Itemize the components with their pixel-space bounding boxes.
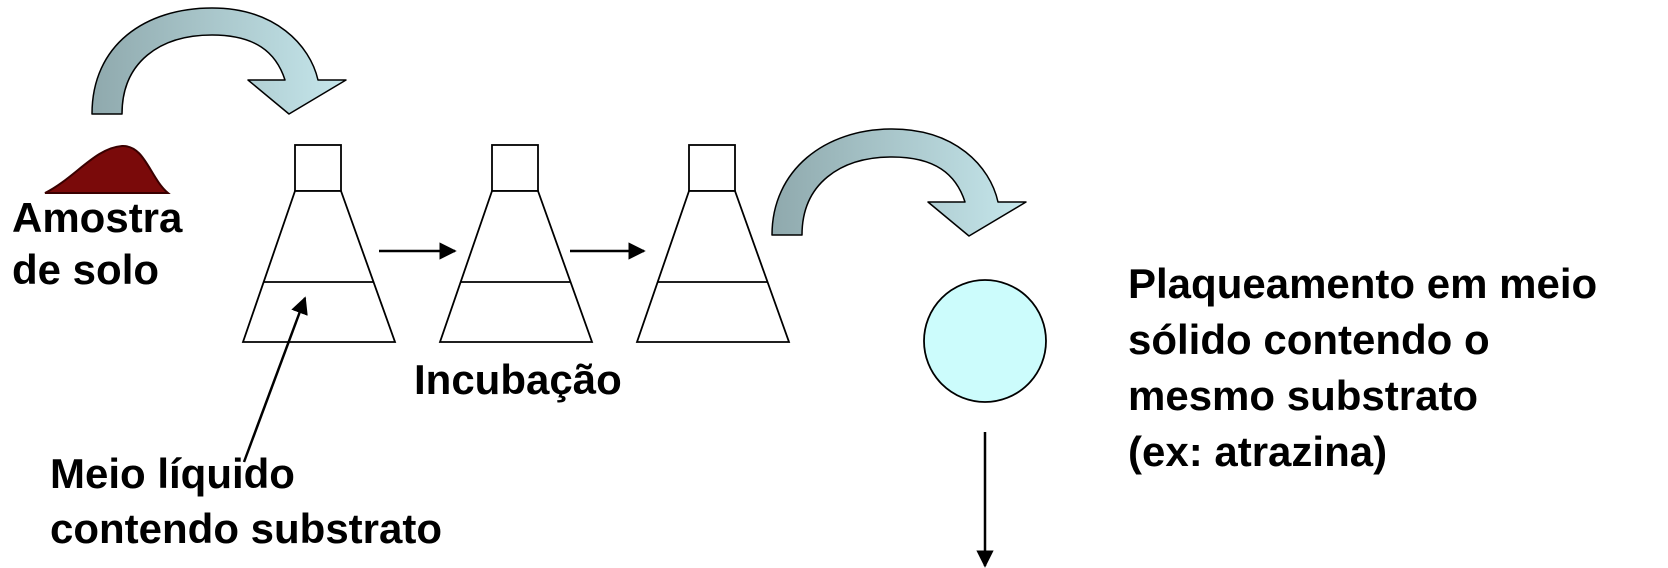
plating-label: Plaqueamento em meio sólido contendo o m…	[1128, 256, 1597, 480]
flask-1-body	[241, 190, 397, 343]
flask-2-body	[438, 190, 594, 343]
flask-3-body	[635, 190, 791, 343]
soil-sample-icon	[44, 144, 171, 194]
liquid-medium-label-line-2: contendo substrato	[50, 505, 443, 552]
flask-1-neck	[294, 144, 342, 192]
flask-2	[438, 144, 594, 343]
plating-label-line-3: mesmo substrato	[1128, 372, 1479, 419]
curved-arrow-flask-to-plate	[771, 128, 1027, 237]
liquid-medium-label-line-1: Meio líquido	[50, 450, 295, 497]
flask-1	[241, 144, 397, 343]
flask-2-neck	[491, 144, 539, 192]
flask-3	[635, 144, 791, 343]
plating-label-line-2: sólido contendo o	[1128, 316, 1490, 363]
plating-label-line-1: Plaqueamento em meio	[1128, 260, 1598, 307]
curved-arrow-soil-to-flask	[91, 7, 347, 115]
flask-3-neck	[688, 144, 736, 192]
soil-sample-label-line-2: de solo	[12, 246, 160, 293]
soil-sample-label: Amostra de solo	[12, 192, 182, 296]
liquid-medium-label: Meio líquido contendo substrato	[50, 446, 442, 556]
petri-dish-icon	[923, 279, 1047, 403]
plating-label-line-4: (ex: atrazina)	[1128, 428, 1388, 475]
pointer-to-liquid-medium	[242, 296, 308, 463]
incubation-label: Incubação	[414, 356, 622, 403]
soil-sample-label-line-1: Amostra	[12, 194, 183, 241]
